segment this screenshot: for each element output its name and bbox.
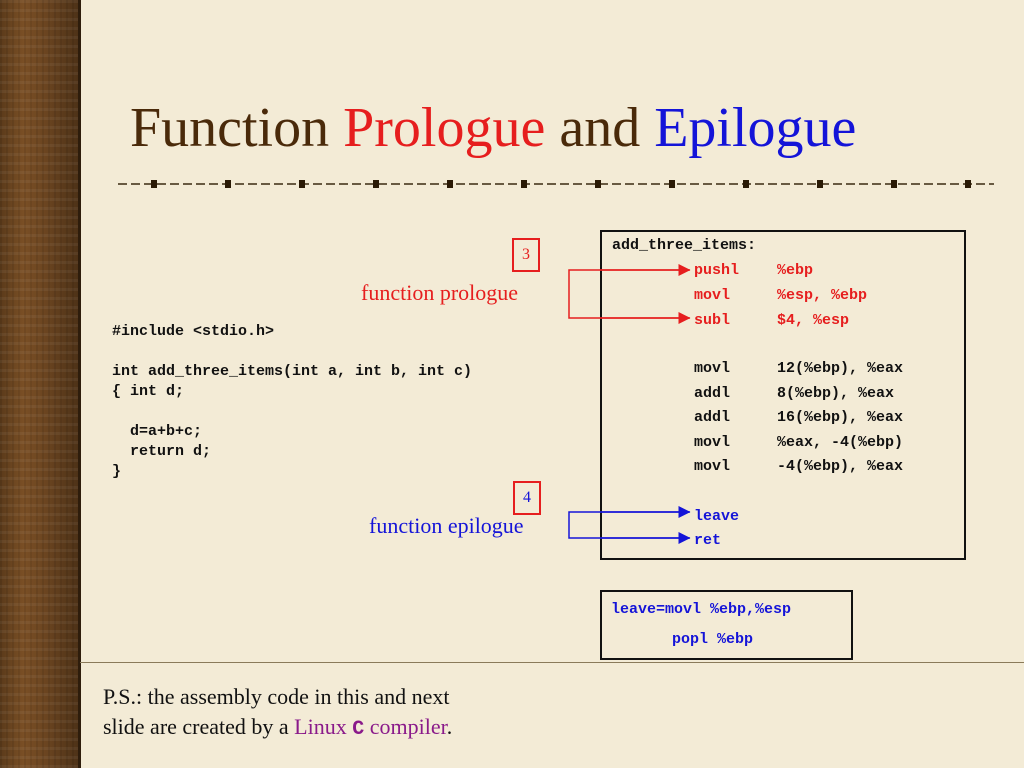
decorative-sidebar <box>0 0 78 768</box>
epilogue-label: function epilogue <box>369 513 524 538</box>
asm-body-args: 8(%ebp), %eax <box>777 385 895 402</box>
asm-body-args: -4(%ebp), %eax <box>777 458 904 475</box>
title-part-function: Function <box>130 97 344 159</box>
ps-line1: P.S.: the assembly code in this and next <box>103 684 450 709</box>
asm-body-args: 16(%ebp), %eax <box>777 409 904 426</box>
leave-definition-box <box>600 590 853 660</box>
asm-epilogue-ret: ret <box>694 532 722 549</box>
asm-prologue-op: pushl <box>694 262 740 279</box>
divider-mark <box>595 180 601 188</box>
ps-line2: slide are created by a Linux C compiler. <box>103 712 452 745</box>
ps-linux: Linux <box>294 714 347 739</box>
slide-title: Function Prologue and Epilogue <box>130 95 1010 162</box>
divider-mark <box>447 180 453 188</box>
divider-mark <box>225 180 231 188</box>
asm-prologue-args: $4, %esp <box>777 312 850 329</box>
asm-body-op: movl <box>694 434 731 451</box>
asm-prologue-args: %esp, %ebp <box>777 287 868 304</box>
epilogue-bracket <box>568 511 690 539</box>
c-code-line: int add_three_items(int a, int b, int c) <box>112 363 473 380</box>
divider-mark <box>151 180 157 188</box>
asm-prologue-op: subl <box>694 312 731 329</box>
divider-mark <box>669 180 675 188</box>
c-code-line: d=a+b+c; <box>112 423 203 440</box>
ps-end: . <box>446 714 453 739</box>
divider-mark <box>743 180 749 188</box>
title-divider <box>118 180 994 188</box>
leave-definition-line2: popl %ebp <box>672 631 754 648</box>
c-code-line: return d; <box>112 443 212 460</box>
prologue-label: function prologue <box>361 280 519 305</box>
prologue-number-badge: 3 <box>512 238 540 272</box>
epilogue-number-badge: 4 <box>513 481 541 515</box>
divider-mark <box>965 180 971 188</box>
divider-mark <box>891 180 897 188</box>
assembly-box <box>600 230 966 560</box>
asm-body-args: 12(%ebp), %eax <box>777 360 904 377</box>
asm-prologue-args: %ebp <box>777 262 814 279</box>
c-code-line: } <box>112 463 122 480</box>
asm-body-op: movl <box>694 458 731 475</box>
asm-prologue-op: movl <box>694 287 731 304</box>
asm-function-label: add_three_items: <box>612 237 757 254</box>
ps-line2-prefix: slide are created by a <box>103 714 295 739</box>
footer-divider <box>80 662 1024 663</box>
asm-body-args: %eax, -4(%ebp) <box>777 434 904 451</box>
divider-mark <box>521 180 527 188</box>
asm-epilogue-leave: leave <box>694 508 740 525</box>
prologue-bracket <box>568 269 690 319</box>
title-part-prologue: Prologue <box>343 97 546 159</box>
asm-body-op: movl <box>694 360 731 377</box>
asm-body-op: addl <box>694 385 731 402</box>
divider-mark <box>299 180 305 188</box>
sidebar-edge <box>78 0 81 768</box>
c-code-line: { int d; <box>112 383 185 400</box>
title-part-and: and <box>545 97 655 159</box>
title-part-epilogue: Epilogue <box>654 97 857 159</box>
c-source-code: #include <stdio.h> int add_three_items(i… <box>112 322 472 482</box>
c-code-line: #include <stdio.h> <box>112 323 275 340</box>
leave-definition-line1: leave=movl %ebp,%esp <box>611 601 792 618</box>
divider-mark <box>817 180 823 188</box>
divider-mark <box>373 180 379 188</box>
ps-c: C <box>352 718 365 741</box>
ps-compiler: compiler <box>369 714 447 739</box>
asm-body-op: addl <box>694 409 731 426</box>
ps-note: P.S.: the assembly code in this and next… <box>103 682 452 745</box>
